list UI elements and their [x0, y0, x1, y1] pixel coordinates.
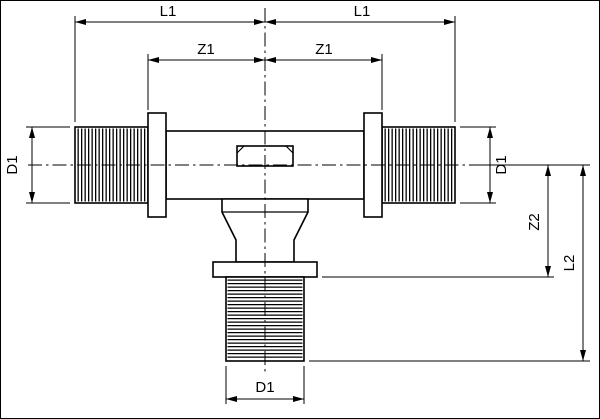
arrowhead: [580, 165, 586, 176]
arrowhead: [545, 165, 551, 176]
dimension-lines: [31, 21, 584, 400]
arrowhead: [487, 127, 493, 138]
boss-chamfer-left: [236, 145, 245, 154]
dim-label-z1-left: Z1: [197, 41, 215, 58]
dim-label-l2: L2: [561, 255, 578, 272]
arrowhead: [254, 57, 265, 63]
arrowhead: [444, 19, 455, 25]
arrowhead: [265, 57, 276, 63]
dim-label-z2: Z2: [526, 213, 543, 231]
arrowhead: [580, 350, 586, 361]
arrowhead: [75, 19, 86, 25]
arrowhead: [371, 57, 382, 63]
dim-label-d1-right: D1: [493, 155, 510, 174]
arrowhead: [293, 396, 304, 402]
arrowhead: [254, 19, 265, 25]
arrowhead: [226, 396, 237, 402]
boss-chamfer-right: [285, 145, 294, 154]
dim-label-l1-right: L1: [354, 3, 371, 20]
arrowhead: [29, 127, 35, 138]
dim-label-l1-left: L1: [160, 3, 177, 20]
dim-label-z1-right: Z1: [315, 41, 333, 58]
dim-label-d1-bottom: D1: [255, 379, 274, 396]
arrowhead: [545, 266, 551, 277]
arrowhead: [265, 19, 276, 25]
arrowheads: [29, 19, 586, 402]
arrowhead: [487, 192, 493, 203]
arrowhead: [148, 57, 159, 63]
arrowhead: [29, 192, 35, 203]
dimension-labels: L1 L1 Z1 Z1 D1 D1 Z2 L2 D1: [4, 3, 578, 396]
extension-lines: [26, 16, 590, 404]
centerlines: [28, 8, 470, 374]
dim-label-d1-left: D1: [4, 155, 21, 174]
